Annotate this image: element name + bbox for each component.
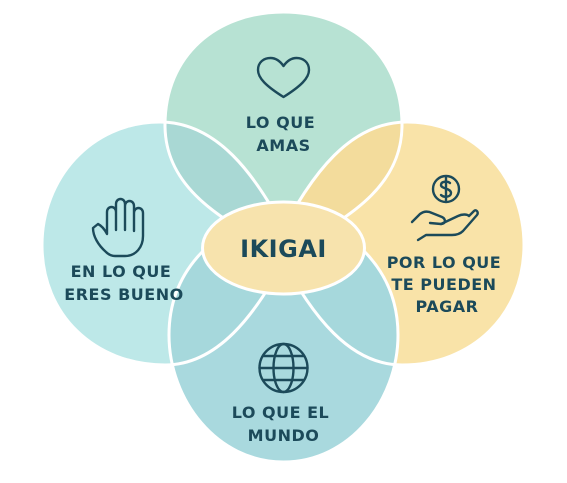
heart-icon (256, 56, 311, 99)
center-ellipse (201, 200, 366, 296)
bottom-label-line2: MUNDO (248, 426, 320, 445)
left-label-line1: EN LO QUE (71, 262, 172, 281)
globe-icon (258, 342, 309, 394)
bottom-label-line1: LO QUE EL (232, 403, 330, 422)
bottom-label: LO QUE EL MUNDO (232, 403, 336, 445)
top-label-line1: LO QUE (246, 113, 315, 132)
top-label-line2: AMAS (256, 136, 310, 155)
top-label: LO QUE AMAS (246, 113, 321, 155)
right-label-line2: TE PUEDEN (391, 275, 496, 294)
hand-holding-dollar-icon (410, 174, 479, 242)
left-label-line2: ERES BUENO (64, 285, 183, 304)
right-label-line3: PAGAR (416, 297, 479, 316)
left-label: EN LO QUE ERES BUENO (64, 262, 183, 304)
right-label: POR LO QUE TE PUEDEN PAGAR (387, 253, 508, 316)
center-label: IKIGAI (240, 235, 327, 263)
right-label-line1: POR LO QUE (387, 253, 502, 272)
raised-hand-icon (91, 197, 145, 258)
